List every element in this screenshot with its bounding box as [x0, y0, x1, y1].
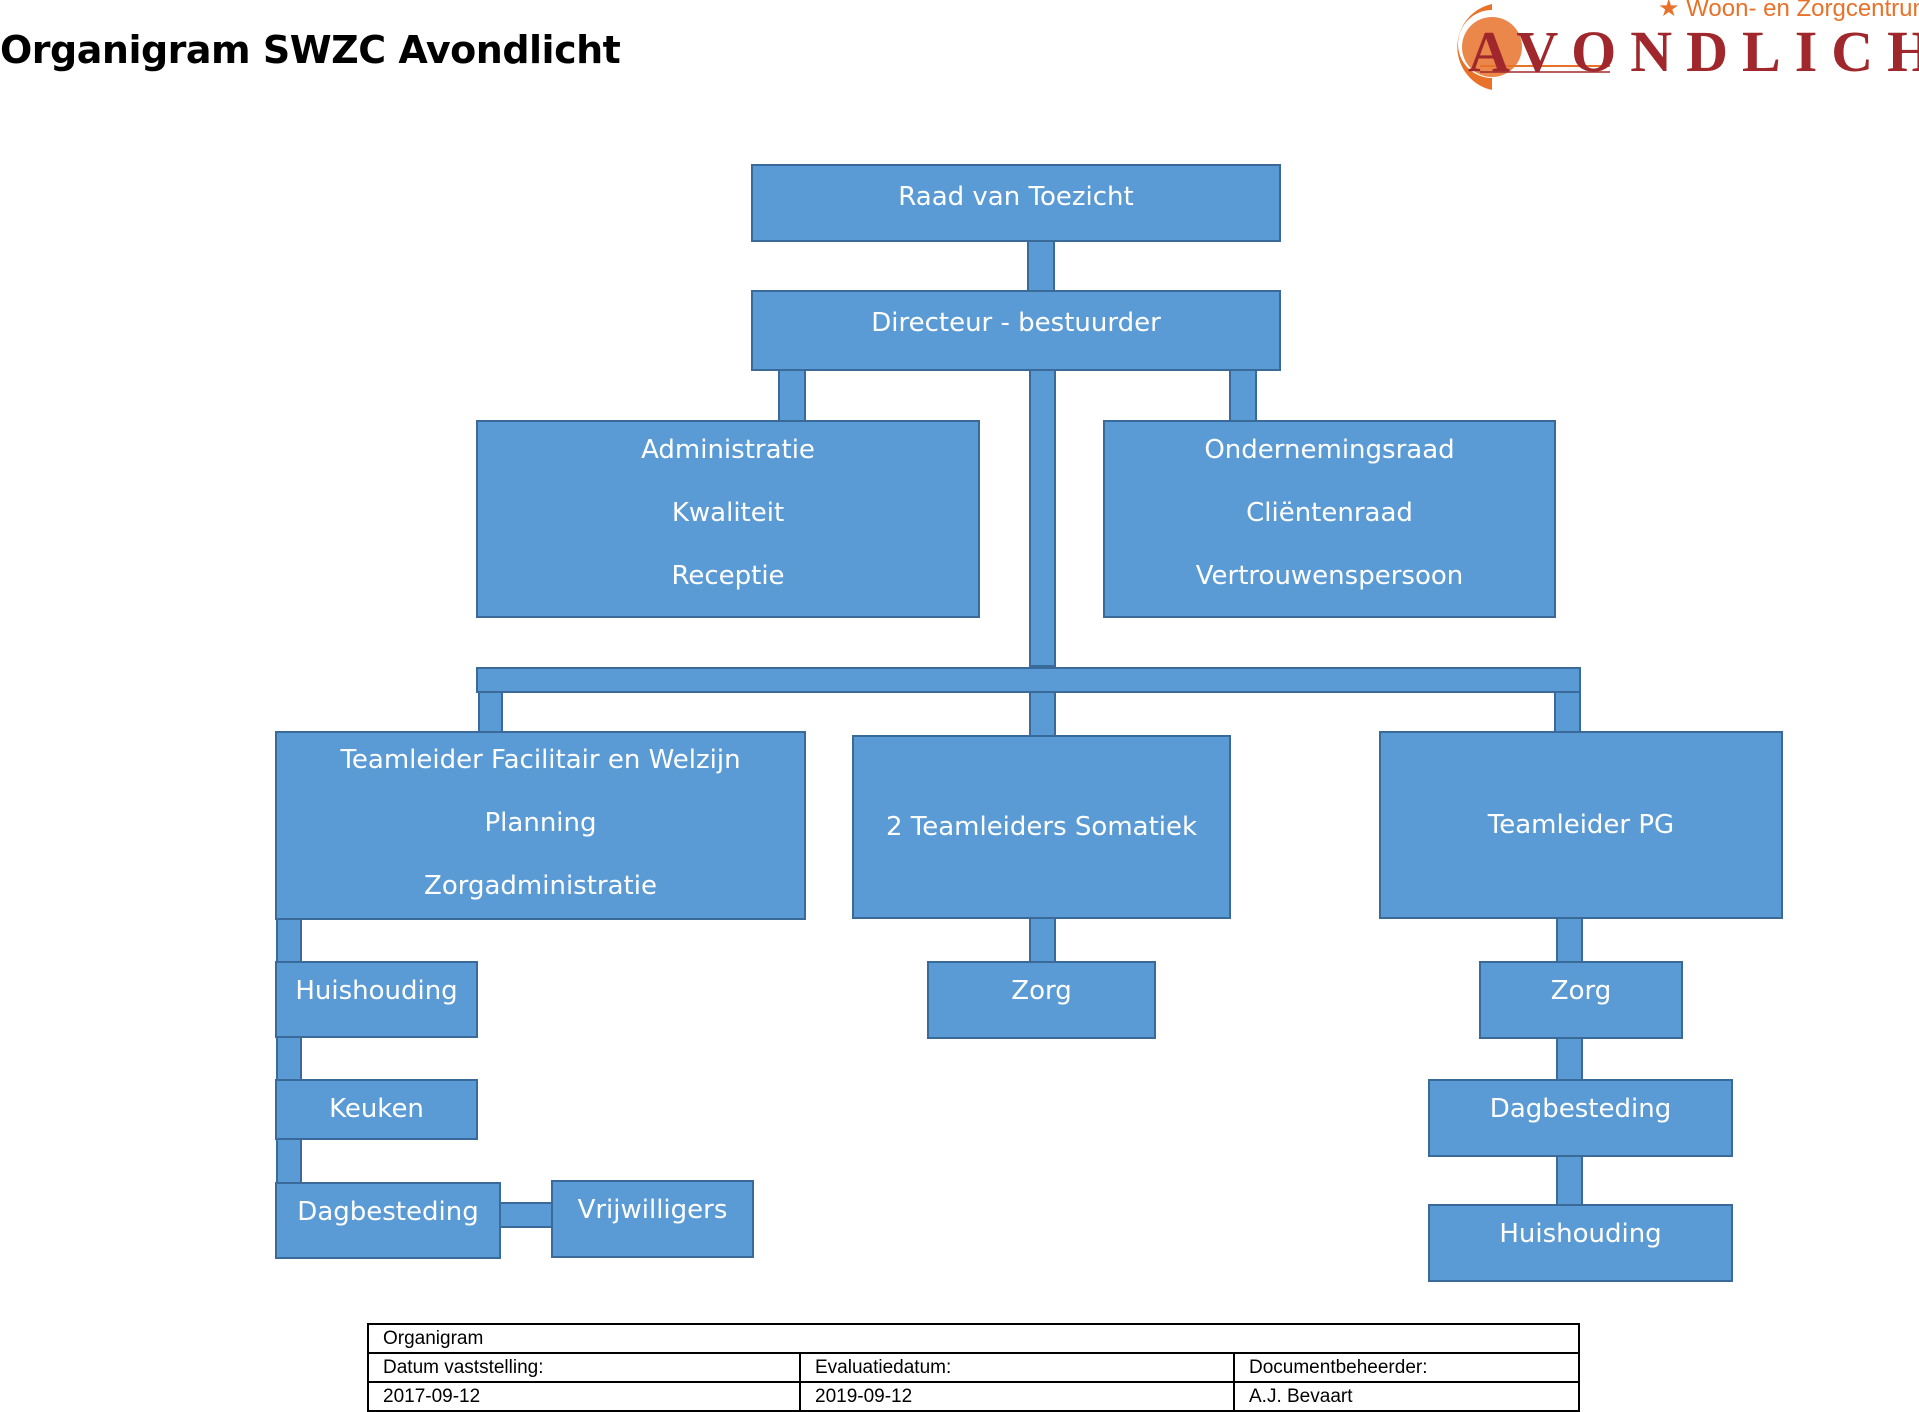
somatiek-label: 2 Teamleiders Somatiek	[885, 812, 1198, 842]
fac-keuken-box: Keuken	[275, 1079, 478, 1140]
somatiek-box: 2 Teamleiders Somatiek	[852, 735, 1231, 919]
directeur-box: Directeur - bestuurder	[751, 290, 1281, 371]
sun-icon	[1457, 4, 1610, 90]
connector	[1556, 917, 1583, 963]
planning-label: Planning	[484, 808, 597, 838]
beheerder-label-cell: Documentbeheerder:	[1233, 1352, 1580, 1383]
pg-zorg-box: Zorg	[1479, 961, 1683, 1039]
zorgadministratie-label: Zorgadministratie	[424, 871, 657, 901]
pg-zorg-label: Zorg	[1550, 976, 1612, 1006]
connector	[1556, 1035, 1583, 1081]
pg-dagbesteding-box: Dagbesteding	[1428, 1079, 1733, 1157]
pg-huishouding-label: Huishouding	[1499, 1219, 1662, 1249]
fac-dagbesteding-label: Dagbesteding	[297, 1197, 479, 1227]
raad-van-toezicht-label: Raad van Toezicht	[898, 182, 1134, 212]
fac-dagbesteding-box: Dagbesteding	[275, 1182, 501, 1259]
datum-label-cell: Datum vaststelling:	[367, 1352, 801, 1383]
table-row: Organigram	[367, 1323, 1580, 1354]
pg-label: Teamleider PG	[1487, 810, 1675, 840]
raad-van-toezicht-box: Raad van Toezicht	[751, 164, 1281, 242]
connector	[276, 1035, 302, 1081]
connector	[1556, 1154, 1583, 1207]
pg-huishouding-box: Huishouding	[1428, 1204, 1733, 1282]
logo-wordmark: AVONDLICHT	[1468, 19, 1919, 84]
table-row: 2017-09-12 2019-09-12 A.J. Bevaart	[367, 1381, 1580, 1412]
fac-keuken-label: Keuken	[329, 1094, 424, 1124]
som-zorg-box: Zorg	[927, 961, 1156, 1039]
administratie-label: Administratie	[641, 435, 815, 465]
directeur-label: Directeur - bestuurder	[871, 308, 1161, 338]
vertrouwenspersoon-label: Vertrouwenspersoon	[1195, 561, 1464, 591]
connector	[276, 1137, 302, 1185]
connector	[1027, 240, 1055, 292]
clientenraad-label: Cliëntenraad	[1246, 498, 1413, 528]
facilitair-box: Teamleider Facilitair en Welzijn Plannin…	[275, 731, 806, 920]
kwaliteit-label: Kwaliteit	[671, 498, 785, 528]
fac-vrijwilligers-box: Vrijwilligers	[551, 1180, 754, 1258]
avondlicht-logo: ★ Woon- en Zorgcentrum AVONDLICHT	[1440, 0, 1919, 92]
beheerder-value-cell: A.J. Bevaart	[1233, 1381, 1580, 1412]
logo-tagline: ★ Woon- en Zorgcentrum	[1658, 0, 1919, 22]
ondernemingsraad-label: Ondernemingsraad	[1204, 435, 1455, 465]
document-info-table: Organigram Datum vaststelling: Evaluatie…	[367, 1323, 1580, 1412]
fac-huishouding-label: Huishouding	[295, 976, 458, 1006]
document-type-cell: Organigram	[367, 1323, 1580, 1354]
som-zorg-label: Zorg	[1011, 976, 1072, 1006]
connector	[276, 917, 302, 963]
teamleider-facilitair-label: Teamleider Facilitair en Welzijn	[340, 745, 741, 775]
evaluatie-value-cell: 2019-09-12	[799, 1381, 1235, 1412]
connector	[478, 691, 503, 733]
staff-right-box: Ondernemingsraad Cliëntenraad Vertrouwen…	[1103, 420, 1556, 618]
pg-box: Teamleider PG	[1379, 731, 1783, 919]
connector	[476, 667, 1581, 693]
table-row: Datum vaststelling: Evaluatiedatum: Docu…	[367, 1352, 1580, 1383]
connector	[778, 369, 806, 423]
connector	[1029, 917, 1056, 963]
evaluatie-label-cell: Evaluatiedatum:	[799, 1352, 1235, 1383]
connector	[1554, 691, 1581, 733]
connector	[498, 1202, 553, 1228]
datum-value-cell: 2017-09-12	[367, 1381, 801, 1412]
fac-huishouding-box: Huishouding	[275, 961, 478, 1038]
receptie-label: Receptie	[671, 561, 785, 591]
staff-left-box: Administratie Kwaliteit Receptie	[476, 420, 980, 618]
connector	[1029, 691, 1056, 737]
connector	[1029, 369, 1056, 667]
page-title: Organigram SWZC Avondlicht	[0, 28, 621, 72]
connector	[1229, 369, 1257, 423]
pg-dagbesteding-label: Dagbesteding	[1489, 1094, 1672, 1124]
fac-vrijwilligers-label: Vrijwilligers	[577, 1195, 728, 1225]
